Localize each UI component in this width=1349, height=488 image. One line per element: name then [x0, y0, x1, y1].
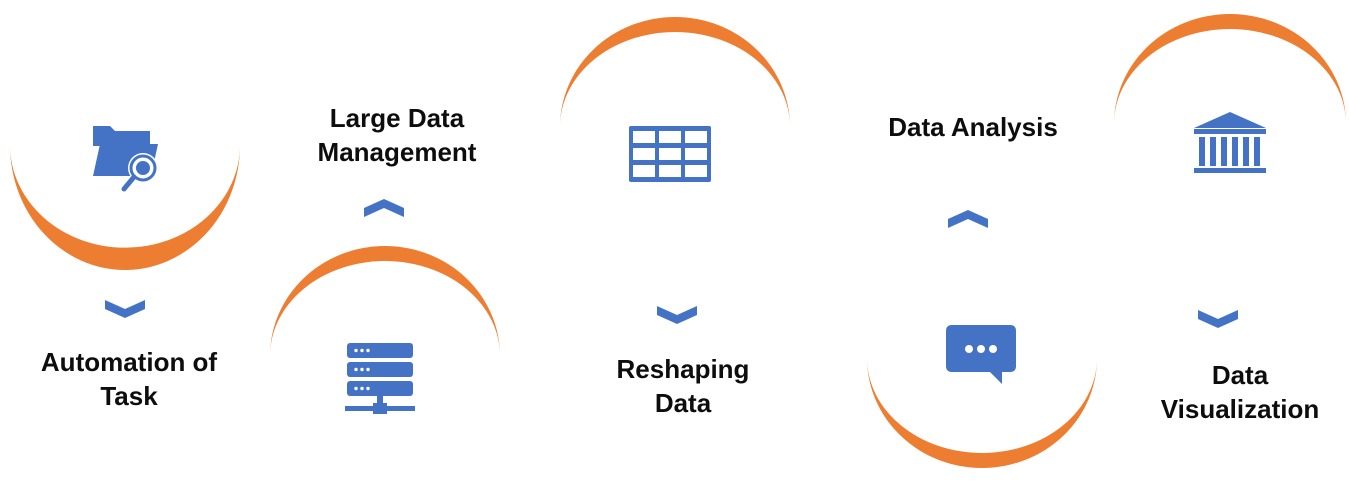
- arc-step-4: [867, 358, 1097, 468]
- arc-step-1: [10, 145, 240, 270]
- arc-step-3: [560, 17, 790, 127]
- server-icon: [345, 343, 415, 414]
- folder-search-icon: [93, 126, 158, 192]
- step-label-reshaping: Reshaping Data: [616, 354, 750, 418]
- arc-step-2: [270, 246, 500, 356]
- step-label-large-data: Large Data Management: [317, 103, 477, 167]
- chevron-down-icon: [1198, 310, 1238, 328]
- arc-step-5: [1114, 14, 1346, 124]
- bank-icon: [1194, 112, 1266, 173]
- chevron-down-icon: [105, 300, 145, 318]
- chat-bubble-icon: [946, 325, 1016, 384]
- table-icon: [629, 126, 711, 182]
- chevron-up-icon: [948, 210, 988, 228]
- chevron-up-icon: [364, 199, 404, 217]
- step-label-data-analysis: Data Analysis: [888, 112, 1058, 142]
- step-label-automation: Automation of Task: [40, 347, 218, 411]
- step-label-visualization: Data Visualization: [1160, 360, 1320, 424]
- chevron-down-icon: [657, 306, 697, 324]
